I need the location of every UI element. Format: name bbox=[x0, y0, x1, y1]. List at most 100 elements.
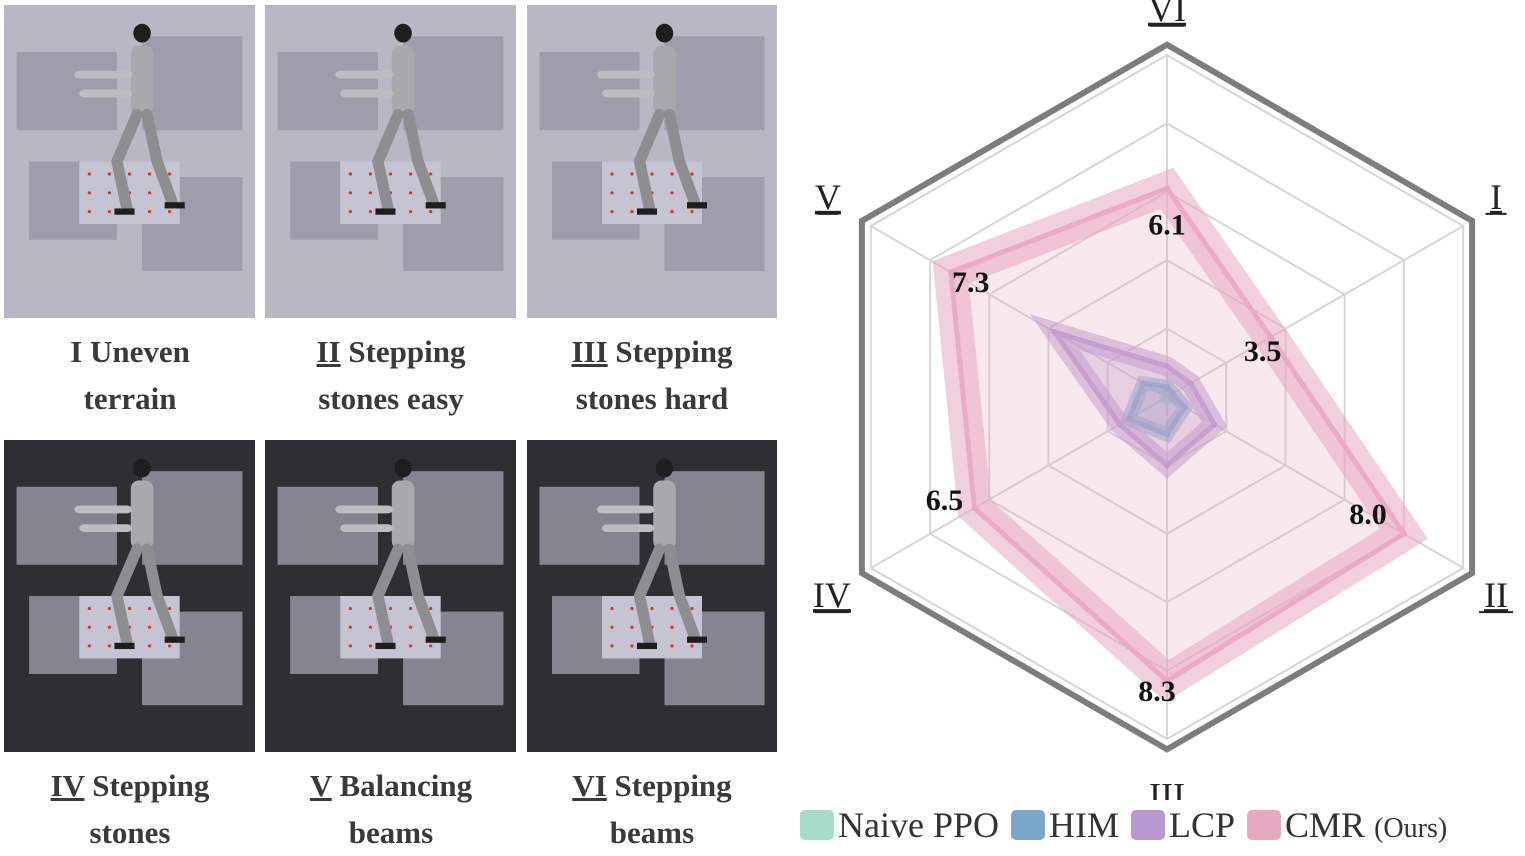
sample-point bbox=[429, 172, 433, 176]
sample-point bbox=[107, 644, 112, 648]
caption-III: III Stepping stones hard bbox=[527, 328, 777, 422]
series-point bbox=[1164, 383, 1170, 390]
sample-point bbox=[107, 625, 112, 629]
sample-point bbox=[610, 644, 614, 648]
caption-line1: Balancing bbox=[339, 768, 473, 803]
sample-point bbox=[630, 209, 634, 214]
sample-point bbox=[610, 191, 614, 195]
robot-torso bbox=[130, 480, 154, 550]
robot-arm bbox=[597, 505, 655, 514]
robot-leg bbox=[372, 108, 404, 215]
sample-point bbox=[408, 172, 413, 176]
robot-arm bbox=[340, 89, 394, 98]
axis-label: VI bbox=[1148, 0, 1186, 29]
caption-IV: IV Stepping stones bbox=[5, 762, 255, 856]
panel-scene bbox=[265, 5, 516, 318]
panel-scene bbox=[4, 5, 255, 318]
robot-figure bbox=[74, 458, 185, 650]
value-label: 7.3 bbox=[952, 266, 990, 299]
panel-IV bbox=[4, 440, 255, 752]
sample-point bbox=[610, 172, 614, 176]
terrain-block bbox=[142, 36, 243, 131]
panel-scene bbox=[527, 5, 777, 318]
sample-point bbox=[670, 191, 674, 195]
caption-line1: Stepping bbox=[614, 768, 732, 803]
caption-line1: Stepping bbox=[92, 768, 210, 803]
series-area bbox=[950, 188, 1404, 681]
caption-line2: terrain bbox=[83, 381, 177, 416]
legend-label: HIM bbox=[1049, 805, 1119, 845]
series-point bbox=[1211, 421, 1218, 428]
legend: Naive PPO HIM LCP CMR (Ours) bbox=[800, 800, 1522, 850]
caption-V: V Balancing beams bbox=[266, 762, 516, 856]
sample-point bbox=[368, 172, 373, 176]
grid-spoke bbox=[870, 225, 1168, 398]
axis-label: II bbox=[1484, 575, 1508, 615]
sample-point bbox=[670, 172, 674, 176]
sample-point bbox=[690, 172, 694, 176]
sample-point bbox=[670, 606, 674, 611]
legend-label: Naive PPO bbox=[838, 805, 999, 845]
sample-point bbox=[168, 644, 172, 648]
value-label: 3.5 bbox=[1244, 335, 1282, 368]
panel-III bbox=[527, 5, 777, 318]
panel-VI bbox=[527, 440, 777, 752]
panel-I bbox=[4, 5, 255, 318]
sample-point bbox=[408, 191, 413, 195]
terrain-block bbox=[403, 36, 504, 131]
robot-torso bbox=[391, 45, 415, 115]
robot-figure bbox=[597, 23, 707, 215]
series-point bbox=[1116, 421, 1123, 428]
robot-torso bbox=[653, 480, 676, 550]
sample-point bbox=[168, 606, 172, 611]
legend-swatch bbox=[1011, 810, 1045, 840]
panel-scene bbox=[4, 440, 255, 752]
sample-point bbox=[690, 644, 694, 648]
robot-foot bbox=[375, 208, 396, 215]
legend-swatch bbox=[1247, 810, 1282, 840]
sample-point bbox=[147, 172, 152, 176]
sample-point bbox=[630, 191, 634, 195]
terrain-block bbox=[664, 471, 765, 565]
robot-foot bbox=[425, 202, 446, 209]
sample-point bbox=[147, 644, 152, 648]
panel-V bbox=[265, 440, 516, 752]
robot-torso bbox=[130, 45, 154, 115]
robot-arm bbox=[602, 524, 655, 533]
series-point bbox=[1164, 677, 1170, 684]
caption-line1: Uneven bbox=[89, 334, 190, 369]
robot-leg bbox=[663, 108, 701, 208]
robot-foot bbox=[687, 202, 707, 209]
sample-point bbox=[368, 644, 373, 648]
robot-figure bbox=[597, 458, 707, 650]
robot-leg bbox=[141, 543, 178, 643]
caption-number: III bbox=[571, 334, 608, 369]
robot-foot bbox=[637, 642, 657, 650]
legend-swatch bbox=[1131, 810, 1165, 840]
sample-point bbox=[147, 625, 152, 629]
sample-point bbox=[429, 209, 433, 214]
robot-foot bbox=[114, 208, 135, 215]
caption-number: IV bbox=[50, 768, 85, 803]
robot-torso bbox=[391, 480, 415, 550]
robot-arm bbox=[74, 70, 133, 79]
robot-figure bbox=[335, 458, 446, 650]
sample-point bbox=[87, 191, 91, 195]
robot-head bbox=[655, 23, 674, 43]
sample-point bbox=[348, 209, 352, 214]
caption-number: I bbox=[70, 334, 83, 369]
panel-scene bbox=[265, 440, 516, 752]
robot-foot bbox=[375, 642, 396, 650]
series-point bbox=[1267, 334, 1274, 341]
series-point bbox=[1187, 380, 1194, 387]
robot-leg bbox=[141, 108, 178, 208]
sample-point bbox=[168, 172, 172, 176]
robot-arm bbox=[335, 70, 394, 79]
caption-line1: Stepping bbox=[615, 334, 733, 369]
caption-line2: beams bbox=[348, 815, 434, 850]
sample-point bbox=[408, 625, 413, 629]
sample-point bbox=[650, 606, 654, 611]
sample-point bbox=[670, 209, 674, 214]
sample-point bbox=[127, 606, 132, 611]
